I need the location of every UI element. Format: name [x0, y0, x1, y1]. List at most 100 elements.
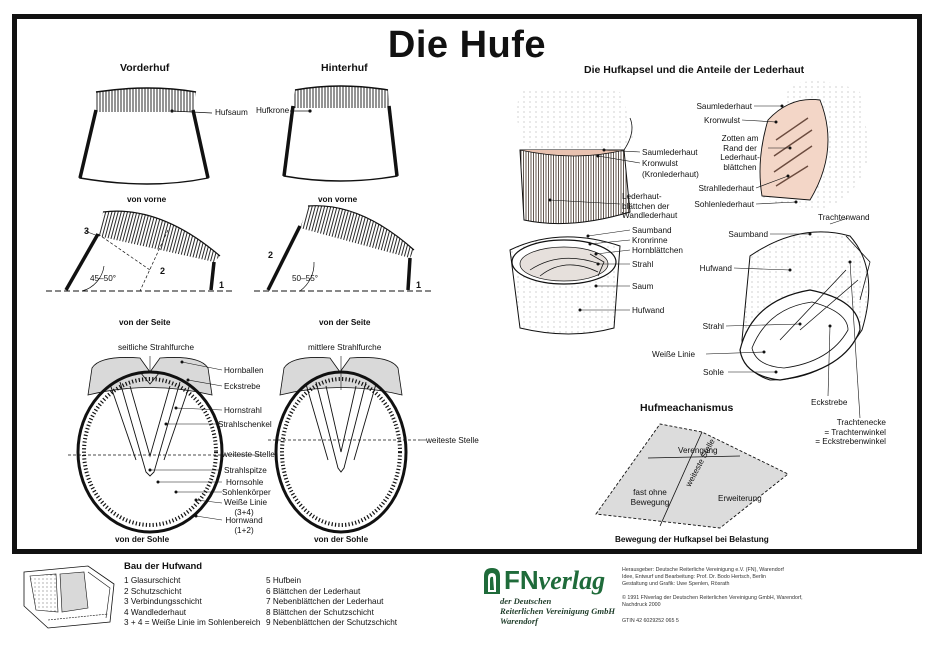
erweiterung-label: Erweiterung — [718, 494, 762, 503]
weisse-linie-text: Weiße Linie — [224, 498, 268, 507]
vorderhuf-angle: 45–50° — [90, 274, 117, 283]
seitliche-strahlfurche-label: seitliche Strahlfurche — [118, 343, 194, 352]
hinterhuf-num-2: 2 — [268, 250, 274, 260]
credit-line-3: Gestaltung und Grafik: Uwe Spenlen, Rösr… — [622, 581, 730, 588]
mittlere-strahlfurche-label: mittlere Strahlfurche — [308, 343, 382, 352]
hufwand-item-9: 9 Nebenblättchen der Schutzschicht — [266, 618, 398, 627]
fast-line-2: Bewegung — [630, 497, 670, 507]
credits-block-b: © 1991 FNverlag der Deutschen Reiterlich… — [622, 595, 803, 609]
kronwulst-label: Kronwulst — [642, 159, 678, 168]
publisher-line-2: Reiterlichen Vereinigung GmbH — [500, 606, 616, 616]
hufwand-bau-list-right: 5 Hufbein 6 Blättchen der Lederhaut 7 Ne… — [266, 576, 397, 629]
r-hufwand-label: Hufwand — [699, 264, 732, 273]
weiteste-stelle-right-label: weiteste Stelle — [426, 436, 479, 445]
sohle-label: Sohle — [703, 368, 724, 377]
saum-label: Saum — [632, 282, 654, 291]
hufkrone-label: Hufkrone — [256, 106, 290, 115]
hufwand-item-2: 2 Schutzschicht — [124, 586, 182, 596]
hufsaum-label: Hufsaum — [215, 108, 248, 117]
mechanismus-caption: Bewegung der Hufkapsel bei Belastung — [615, 535, 769, 544]
sohlenkoerper-label: Sohlenkörper — [222, 488, 271, 497]
hufwand-item-3: 3 Verbindungsschicht — [124, 597, 202, 606]
credit-line-4: © 1991 FNverlag der Deutschen Reiterlich… — [622, 595, 803, 601]
hinterhuf-von-der-seite: von der Seite — [319, 318, 371, 327]
eckstrebe-label: Eckstrebe — [224, 382, 261, 391]
credit-line-1: Herausgeber: Deutsche Reiterliche Verein… — [622, 567, 784, 573]
hinterhuf-heading: Hinterhuf — [321, 62, 368, 74]
zotten-line-3: Lederhaut- — [720, 153, 760, 162]
weisse-linie-sub: (3+4) — [234, 507, 254, 517]
hornwand-sub: (1+2) — [234, 525, 254, 535]
hufwand-item-4: 4 Wandlederhaut — [124, 607, 187, 617]
saumlederhaut-label: Saumlederhaut — [642, 148, 698, 157]
hufwand-bau-list-left: 1 Glasurschicht 2 Schutzschicht 3 Verbin… — [124, 576, 260, 629]
hufwand-item-7: 7 Nebenblättchen der Lederhaut — [266, 597, 384, 606]
fn-horse-logo-icon — [484, 568, 500, 594]
r-kronwulst-label: Kronwulst — [704, 116, 740, 125]
hornstrahl-label: Hornstrahl — [224, 406, 262, 415]
r-eckstrebe-label: Eckstrebe — [811, 398, 848, 407]
page-title: Die Hufe — [387, 24, 547, 66]
saumband-label: Saumband — [632, 226, 672, 235]
trachtenwand-label: Trachtenwand — [818, 213, 870, 222]
hufwand-item-34: 3 + 4 = Weiße Linie im Sohlenbereich — [124, 618, 261, 627]
weisse-linie-r-label: Weiße Linie — [652, 350, 696, 359]
hufwand-bau-heading: Bau der Hufwand — [124, 561, 203, 572]
r-saumband-label: Saumband — [728, 230, 768, 239]
hinterhuf-von-der-sohle: von der Sohle — [314, 535, 369, 544]
poster-frame — [12, 14, 922, 554]
hufkapsel-heading: Die Hufkapsel und die Anteile der Lederh… — [584, 64, 805, 76]
sohlenlederhaut-label: Sohlenlederhaut — [694, 200, 754, 209]
hinterhuf-angle: 50–55° — [292, 274, 319, 283]
zotten-line-4: blättchen — [723, 162, 757, 172]
vorderhuf-von-vorne: von vorne — [127, 195, 167, 204]
weiteste-stelle-left-label: weiteste Stelle — [222, 450, 275, 459]
vorderhuf-von-der-sohle: von der Sohle — [115, 535, 170, 544]
hinterhuf-von-vorne: von vorne — [318, 195, 358, 204]
zotten-line-2: Rand der — [723, 143, 757, 153]
publisher-line-1: der Deutschen — [500, 596, 552, 606]
trachtenecke-line-1: Trachtenecke — [836, 418, 886, 427]
hornblaettchen-label: Hornblättchen — [632, 246, 683, 255]
strahllederhaut-label: Strahllederhaut — [698, 184, 754, 193]
lederhaut-line-3: Wandlederhaut — [622, 211, 678, 220]
publisher-name: der Deutschen Reiterlichen Vereinigung G… — [500, 596, 615, 626]
hufwand-item-5: 5 Hufbein — [266, 576, 302, 585]
hufwand-section-drawing — [23, 565, 115, 629]
hufwand-item-1: 1 Glasurschicht — [124, 576, 181, 585]
credit-line-5: Nachdruck 2000 — [622, 602, 661, 609]
logo-fn-text: FN — [504, 565, 539, 595]
verengung-label: Verengung — [678, 446, 718, 455]
vorderhuf-num-2: 2 — [160, 266, 166, 276]
kronlederhaut-label: (Kronlederhaut) — [642, 170, 699, 179]
kronrinne-label: Kronrinne — [632, 236, 668, 245]
vorderhuf-von-der-seite: von der Seite — [119, 318, 171, 327]
hufwand-item-8: 8 Blättchen der Schutzschicht — [266, 607, 374, 617]
r-saumlederhaut-label: Saumlederhaut — [696, 102, 752, 111]
zotten-line-1: Zotten am — [721, 134, 759, 143]
fn-verlag-logo: FNverlag — [504, 566, 605, 595]
hufwand-item-6: 6 Blättchen der Lederhaut — [266, 586, 361, 596]
trachtenecke-label: Trachtenecke= Trachtenwinkel= Eckstreben… — [800, 418, 886, 447]
trachtenecke-line-2: = Trachtenwinkel — [824, 427, 886, 437]
strahl-label: Strahl — [632, 260, 654, 269]
weisse-linie-label: Weiße Linie(3+4) — [224, 498, 268, 517]
hornwand-text: Hornwand — [225, 516, 263, 525]
lederhaut-line-2: blättchen der — [622, 201, 670, 211]
hornsohle-label: Hornsohle — [226, 478, 264, 487]
strahlschenkel-label: Strahlschenkel — [218, 420, 272, 429]
lederhaut-line-1: Lederhaut- — [622, 192, 662, 201]
hornwand-label: Hornwand(1+2) — [224, 516, 264, 535]
publisher-line-3: Warendorf — [500, 616, 539, 626]
vorderhuf-num-1: 1 — [219, 280, 225, 290]
hornballen-label: Hornballen — [224, 366, 264, 375]
hinterhuf-num-1: 1 — [416, 280, 422, 290]
credits-block-a: Herausgeber: Deutsche Reiterliche Verein… — [622, 567, 784, 589]
vorderhuf-heading: Vorderhuf — [120, 62, 170, 74]
credit-line-2: Idee, Entwurf und Bearbeitung: Prof. Dr.… — [622, 574, 766, 581]
vorderhuf-num-3: 3 — [84, 226, 90, 236]
fast-line-1: fast ohne — [633, 488, 667, 497]
